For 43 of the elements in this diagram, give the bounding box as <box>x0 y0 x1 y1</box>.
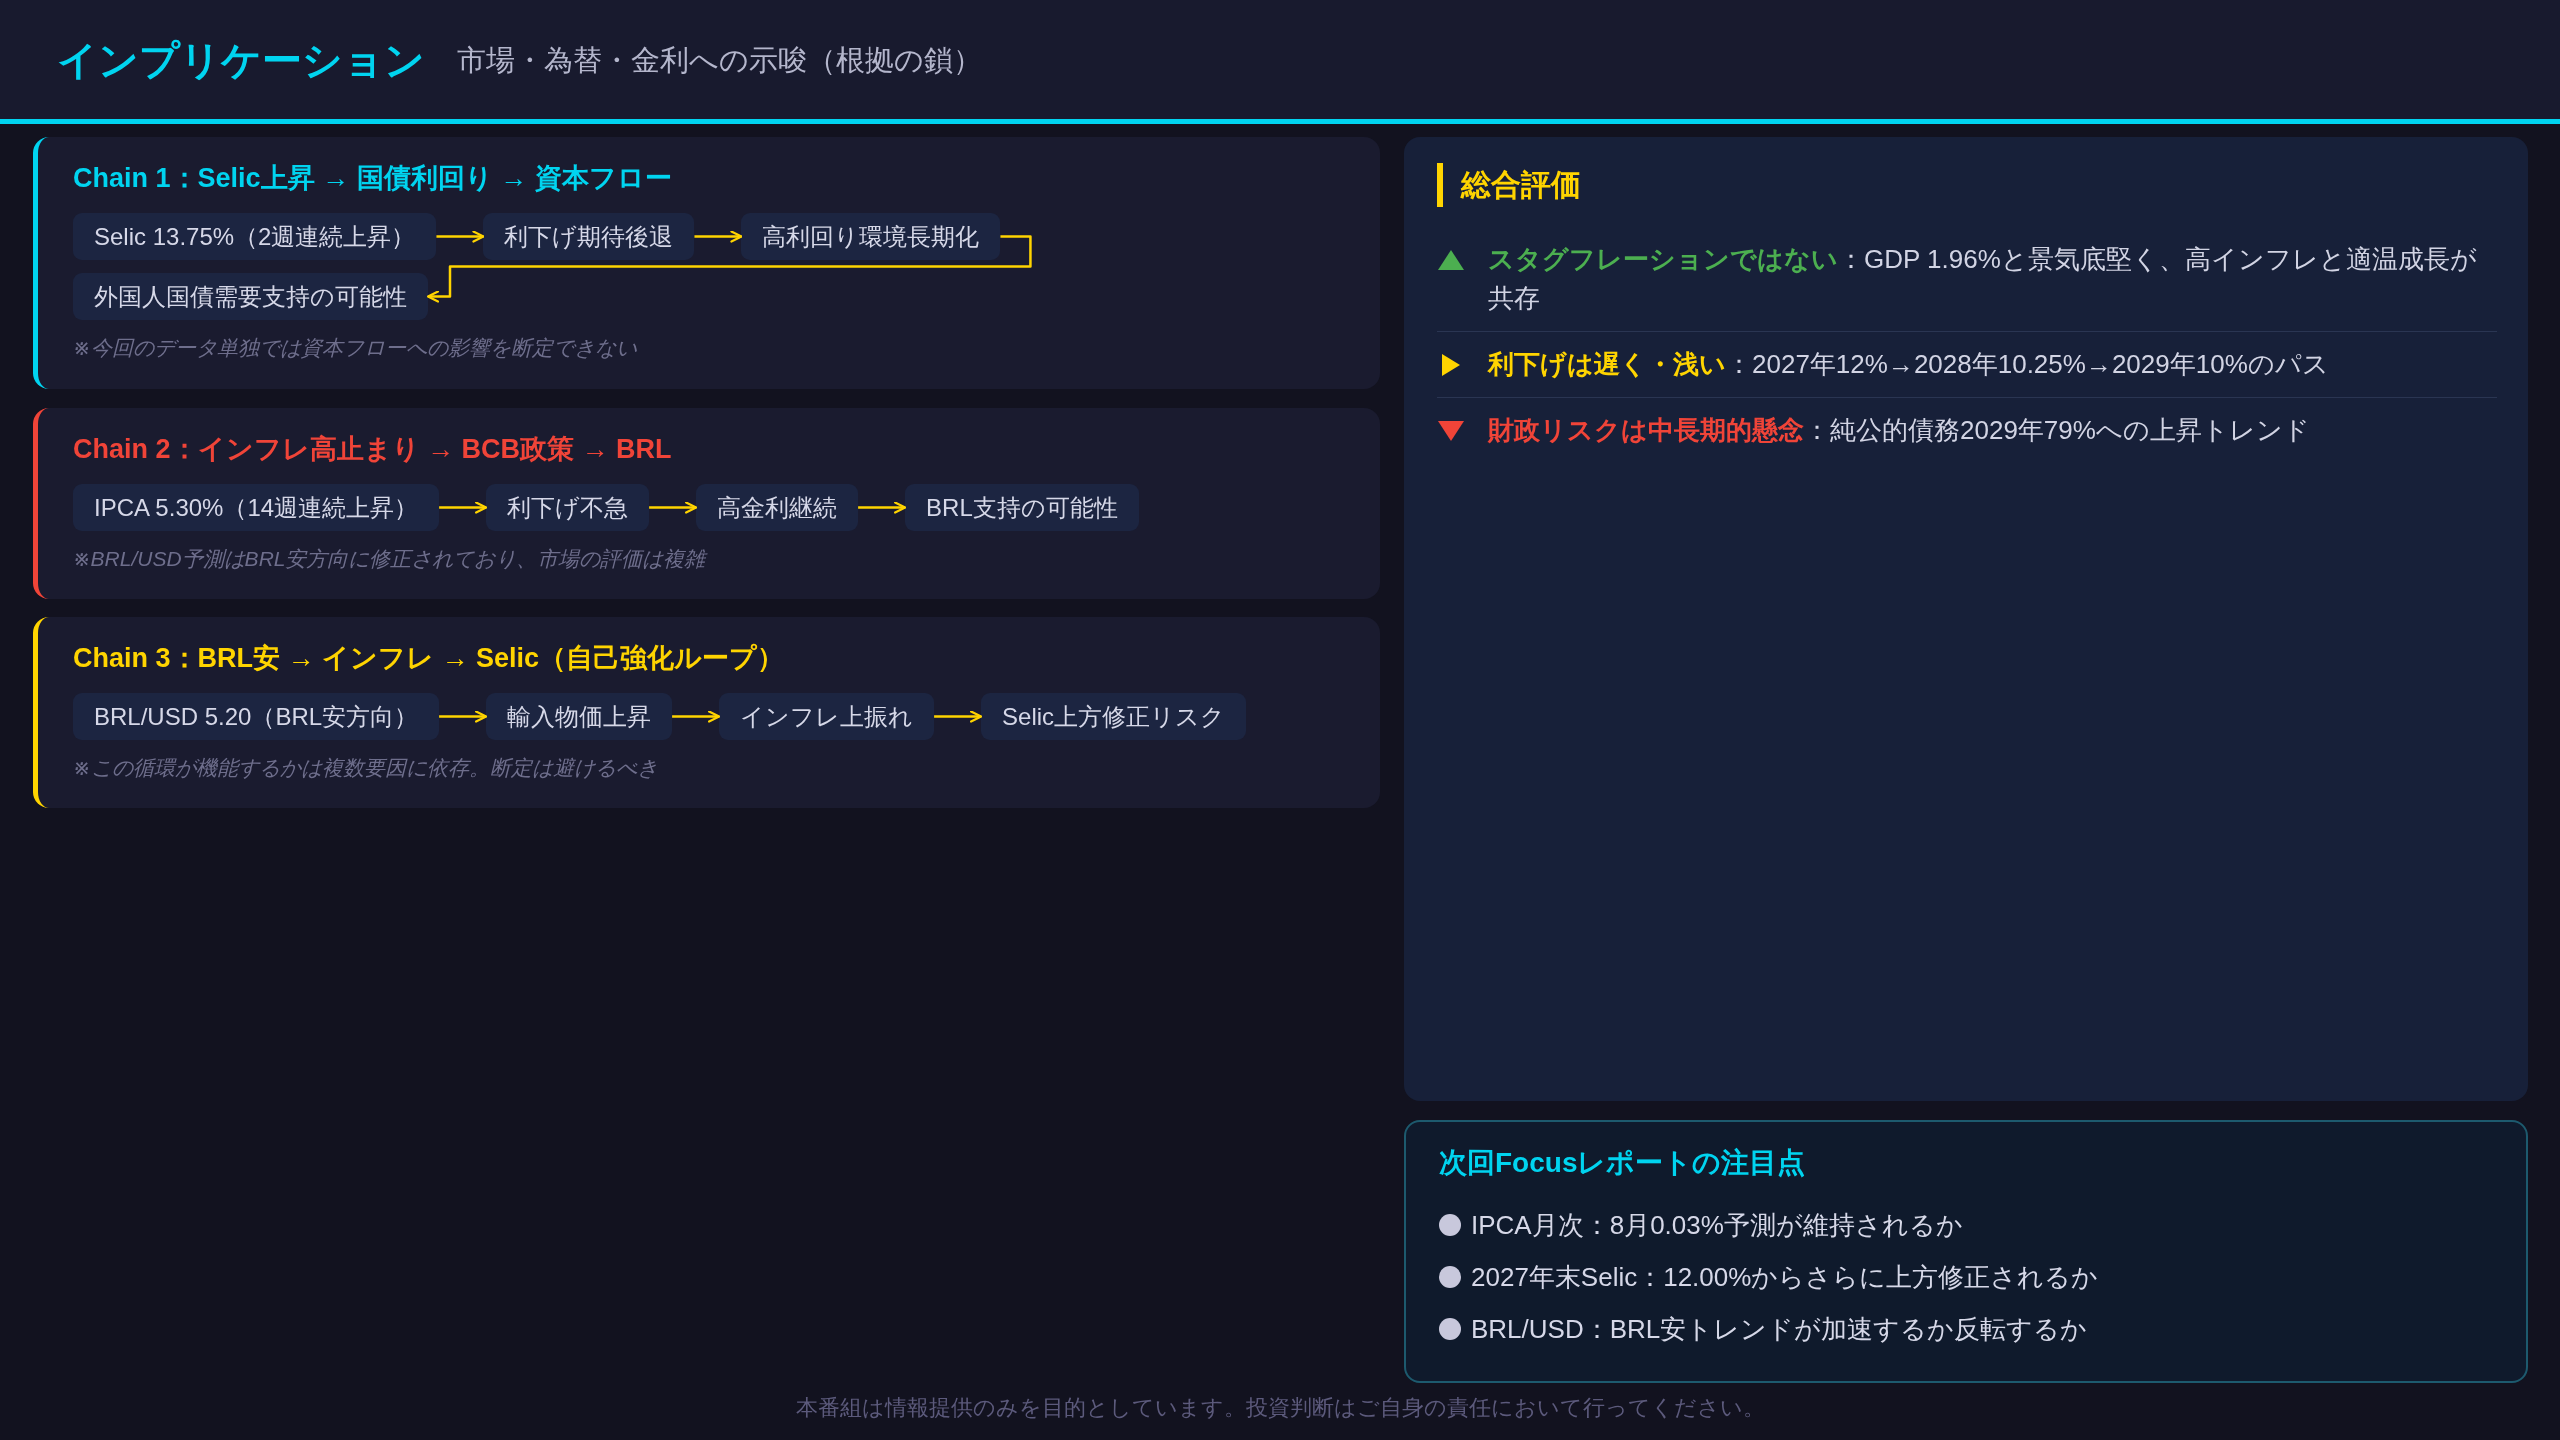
flow-arrow <box>439 501 488 514</box>
assessment-panel <box>1404 137 2528 1101</box>
panel-heading: 総合評価 <box>1437 163 1581 207</box>
chain-step: Selic 13.75%（2週連続上昇） <box>73 213 437 260</box>
chain-step: Selic上方修正リスク <box>981 693 1247 740</box>
panel-heading: 次回Focusレポートの注目点 <box>1439 1146 1806 1180</box>
chain-step: IPCA 5.30%（14週連続上昇） <box>73 484 440 531</box>
chain-panel <box>33 617 1380 808</box>
assessment-item: スタグフレーションではない：GDP 1.96%と景気底堅く、高インフレと適温成長が共存 <box>1488 243 2478 315</box>
chain-panel <box>33 408 1380 599</box>
page-title: インプリケーション <box>57 37 425 84</box>
watch-item: BRL/USD：BRL安トレンドが加速するか反転するか <box>1471 1313 2088 1346</box>
chain-panel <box>33 137 1380 389</box>
chain-step: BRL支持の可能性 <box>905 484 1139 531</box>
chain-step: 利下げ期待後退 <box>483 213 695 260</box>
chain-step: 高金利継続 <box>696 484 859 531</box>
chain-step: 外国人国債需要支持の可能性 <box>73 273 428 320</box>
assessment-item: 財政リスクは中長期的懸念：純公的債務2029年79%への上昇トレンド <box>1488 414 2310 447</box>
flow-arrow <box>439 710 488 723</box>
flow-arrow <box>934 710 983 723</box>
chain-heading: Chain 1：Selic上昇 → 国債利回り → 資本フロー <box>73 162 672 195</box>
chain-step: 輸入物価上昇 <box>486 693 673 740</box>
chain-note: ※今回のデータ単独では資本フローへの影響を断定できない <box>73 335 637 361</box>
chain-step: BRL/USD 5.20（BRL安方向） <box>73 693 440 740</box>
chain-step: 利下げ不急 <box>486 484 650 531</box>
chain-step: 高利回り環境長期化 <box>741 213 1001 260</box>
chain-heading: Chain 3：BRL安 → インフレ → Selic（自己強化ループ） <box>73 642 785 675</box>
flow-arrow <box>672 710 721 723</box>
chain-step: インフレ上振れ <box>719 693 935 740</box>
watch-item: 2027年末Selic：12.00%からさらに上方修正されるか <box>1471 1261 2099 1294</box>
page-subtitle: 市場・為替・金利への示唆（根拠の鎖） <box>457 43 982 78</box>
flow-arrow <box>649 501 698 514</box>
chain-note: ※BRL/USD予測はBRL安方向に修正されており、市場の評価は複雑 <box>73 546 706 572</box>
chain-heading: Chain 2：インフレ高止まり → BCB政策 → BRL <box>73 433 672 466</box>
flow-arrow <box>436 230 485 243</box>
assessment-item: 利下げは遅く・浅い：2027年12%→2028年10.25%→2029年10%のパス <box>1488 348 2329 381</box>
watch-item: IPCA月次：8月0.03%予測が維持されるか <box>1471 1209 1963 1242</box>
chain-note: ※この循環が機能するかは複数要因に依存。断定は避けるべき <box>73 755 658 781</box>
watch-panel <box>1404 1120 2528 1383</box>
flow-arrow <box>694 230 743 243</box>
flow-arrow <box>858 501 907 514</box>
flow-arrow <box>426 235 1032 303</box>
disclaimer-text: 本番組は情報提供のみを目的としています。投資判断はご自身の責任において行ってください。 <box>795 1395 1765 1420</box>
